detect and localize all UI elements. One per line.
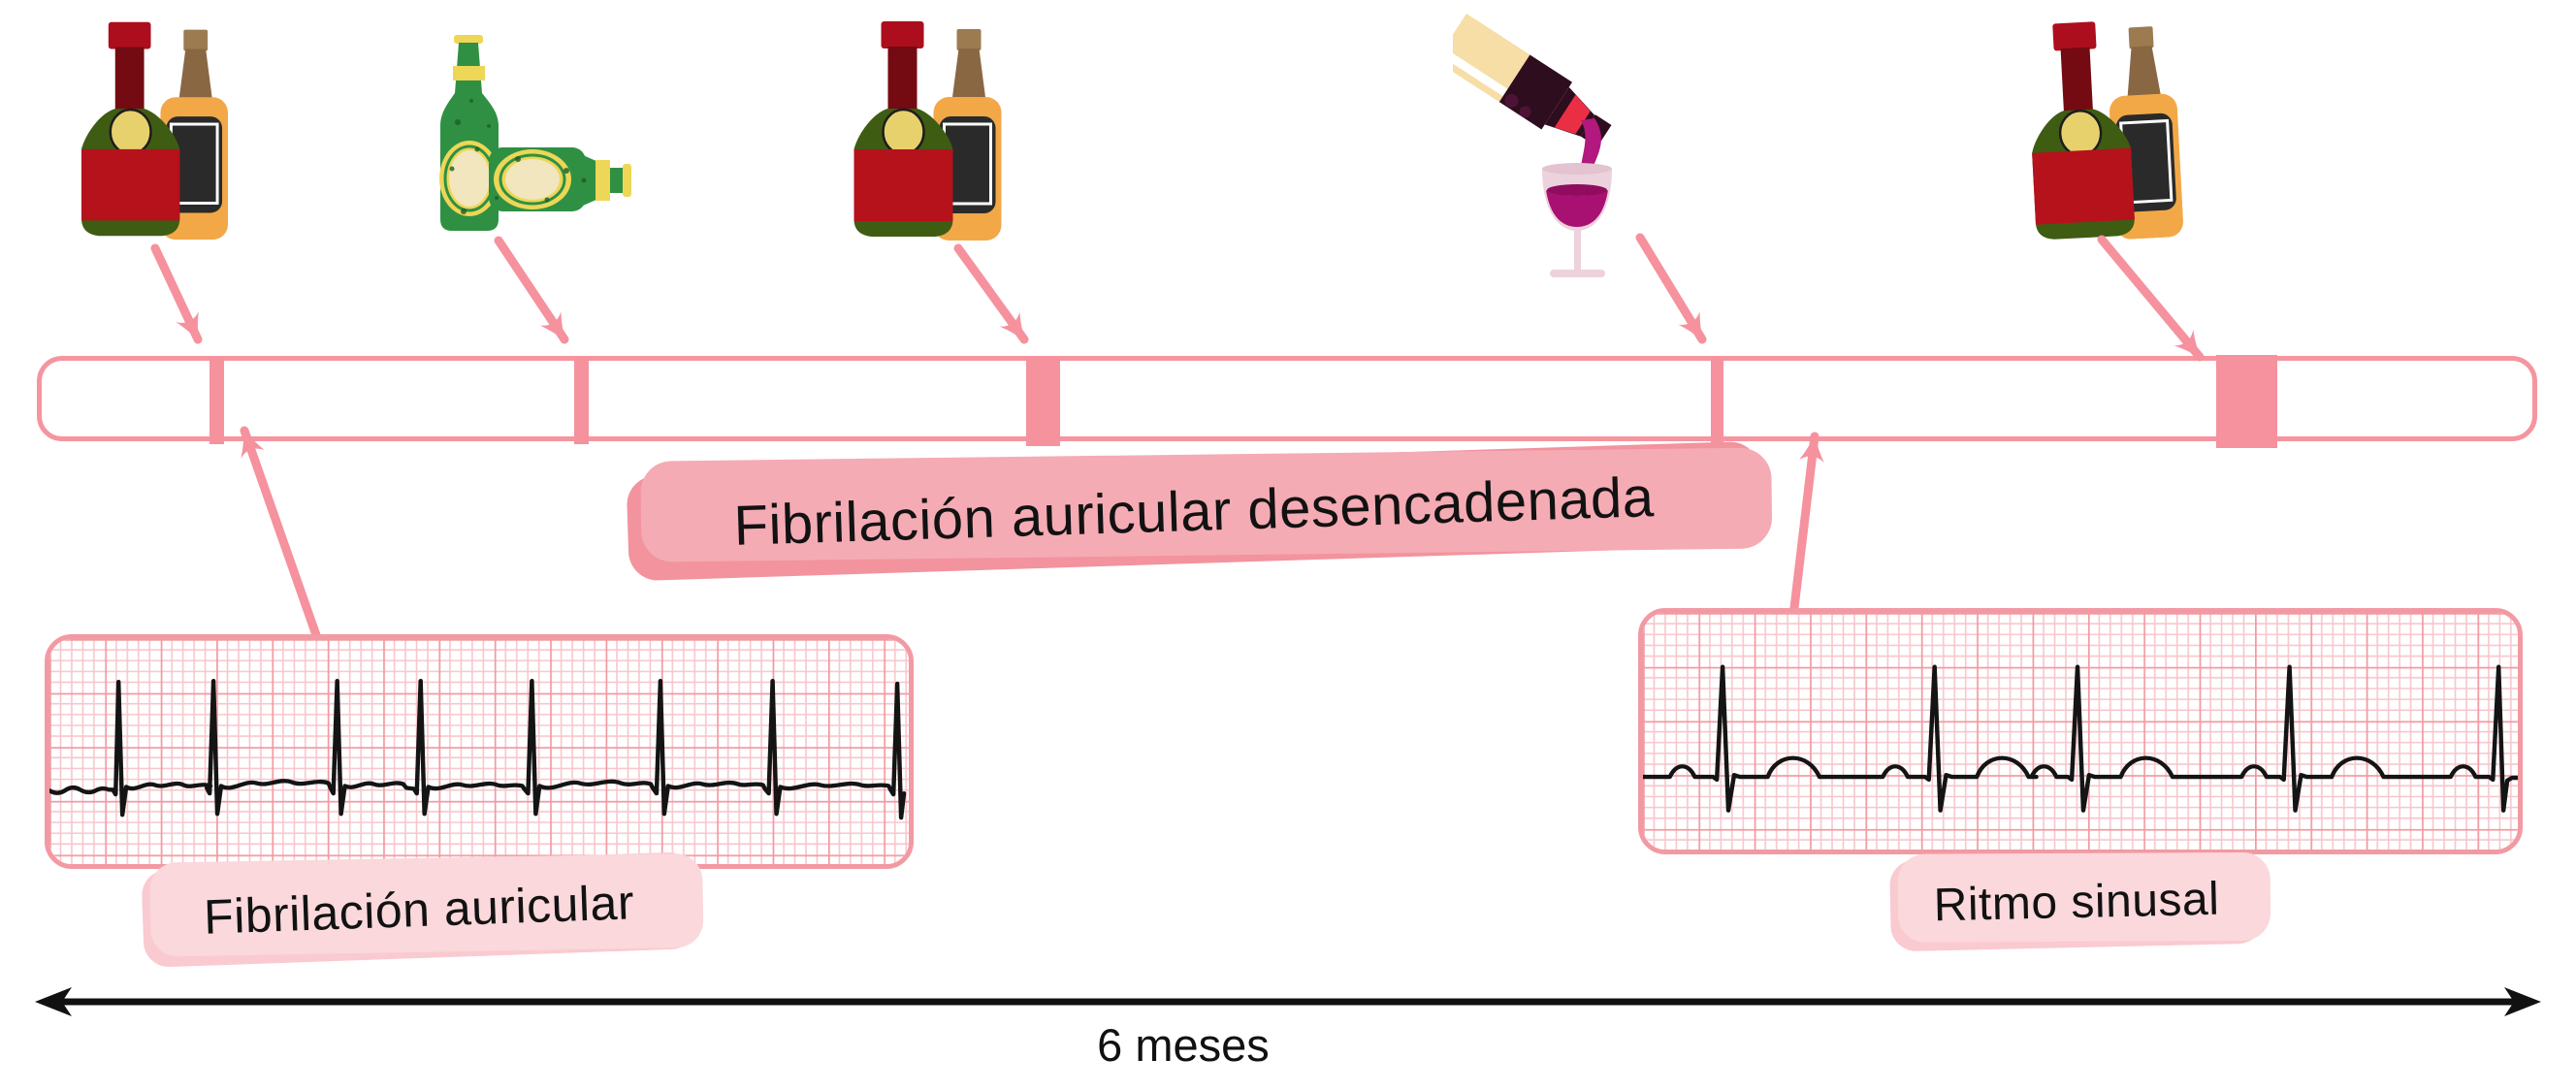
sinus-caption-text: Ritmo sinusal <box>1933 873 2220 931</box>
brandy-whiskey-bottles-icon <box>850 19 1002 241</box>
triggered-af-label: Fibrilación auricular desencadenada <box>626 440 1762 582</box>
timeline-bar <box>37 356 2537 441</box>
wine-pouring-icon <box>1453 6 1671 287</box>
af-caption: Fibrilación auricular <box>141 851 697 968</box>
brandy-whiskey-bottles-icon <box>78 19 228 241</box>
arrow-right-head <box>2504 987 2541 1016</box>
sinus-ecg-strip <box>1638 608 2523 854</box>
sinus-ecg-pointer-arrow <box>1787 432 1824 637</box>
trigger-arrow-3 <box>953 243 1029 344</box>
duration-label: 6 meses <box>1097 1019 1270 1071</box>
beer-bottles-icon <box>429 33 636 233</box>
af-ecg-pointer-arrow <box>240 426 327 657</box>
af-caption-text: Fibrilación auricular <box>203 875 635 945</box>
sinus-caption: Ritmo sinusal <box>1888 851 2265 952</box>
triggered-af-label-text: Fibrilación auricular desencadenada <box>732 465 1656 558</box>
af-episode-tick-4 <box>1711 357 1723 444</box>
trigger-arrow-2 <box>494 236 569 344</box>
brandy-whiskey-bottles-icon <box>2021 16 2184 244</box>
arrow-left-head <box>35 987 72 1016</box>
af-ecg-strip <box>45 634 914 869</box>
ecg-grid <box>49 639 909 864</box>
af-ecg-trace <box>49 678 907 820</box>
af-episode-tick-3 <box>1026 357 1060 446</box>
af-episode-tick-2 <box>574 357 589 444</box>
trigger-arrow-5 <box>2097 235 2205 362</box>
sinus-ecg-trace <box>1643 664 2518 813</box>
af-episode-tick-5 <box>2216 355 2277 448</box>
trigger-arrow-1 <box>150 243 203 344</box>
af-episode-tick-1 <box>209 357 224 444</box>
